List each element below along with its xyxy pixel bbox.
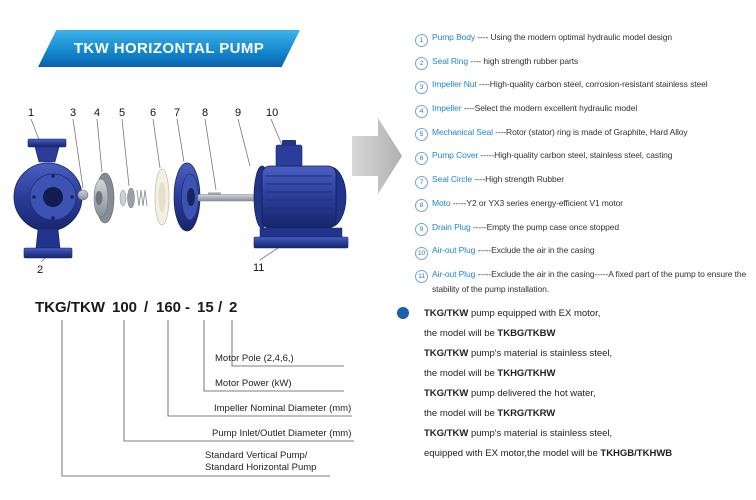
- part-description: ---- high strength rubber parts: [467, 55, 579, 66]
- parts-list: 1 Pump Body ---- Using the modern optimal…: [415, 31, 756, 304]
- pump-cover-shape: [173, 162, 201, 232]
- part-callout-number: 11: [253, 262, 264, 274]
- parts-list-item: 3 Impeller Nut ----High-quality carbon st…: [415, 78, 756, 94]
- part-name: Pump Body: [432, 32, 476, 42]
- note-line: TKG/TKW pump equipped with EX motor,: [424, 308, 601, 319]
- part-number-badge: 2: [415, 57, 428, 71]
- part-description: ----High-quality carbon steel, corrosion…: [476, 79, 708, 90]
- part-name: Mechanical Seal: [432, 126, 493, 137]
- part-name: Impeller Nut: [432, 79, 477, 90]
- part-callout-number: 5: [119, 107, 125, 119]
- part-callout-number: 2: [37, 264, 43, 276]
- callout-leader-lines: [30, 118, 285, 263]
- part-callout-number: 4: [94, 107, 100, 119]
- part-number-badge: 4: [415, 104, 428, 118]
- mechanical-seal-shape: [119, 187, 148, 209]
- part-name: Drain Plug: [432, 221, 471, 232]
- model-code-label: Motor Power (kW): [215, 378, 292, 389]
- part-callout-number: 10: [266, 107, 278, 119]
- title-banner: TKW HORIZONTAL PUMP: [38, 30, 300, 67]
- model-code-token: /: [218, 299, 223, 316]
- model-code-token: 100: [112, 299, 138, 316]
- part-number-badge: 8: [415, 199, 428, 213]
- parts-list-item: 7 Seal Circle ----High strength Rubber: [415, 173, 756, 189]
- parts-list-item: 2 Seal Ring ---- high strength rubber par…: [415, 55, 756, 71]
- note-line: TKG/TKW pump delivered the hot water,: [424, 388, 596, 399]
- part-description: -----High-quality carbon steel, stainles…: [478, 150, 673, 161]
- motor-shape: [253, 140, 349, 249]
- part-name: Air-out Plug: [432, 268, 476, 279]
- part-number-badge: 11: [415, 270, 428, 284]
- part-description: -----Y2 or YX3 series energy-efficient V…: [450, 197, 624, 208]
- part-description: ----High strength Rubber: [472, 174, 564, 185]
- part-name: Air-out Plug: [432, 245, 476, 256]
- part-callout-number: 8: [202, 107, 208, 119]
- parts-list-item: 8 Moto -----Y2 or YX3 series energy-effic…: [415, 197, 756, 213]
- note-line: TKG/TKW pump's material is stainless ste…: [424, 428, 613, 439]
- note-line: the model will be TKBG/TKBW: [424, 328, 556, 339]
- parts-list-item: 6 Pump Cover -----High-quality carbon ste…: [415, 149, 756, 165]
- model-code-token: TKG/TKW: [35, 299, 105, 316]
- part-number-badge: 3: [415, 80, 428, 94]
- impeller-nut-shape: [77, 189, 89, 201]
- note-line: the model will be TKHG/TKHW: [424, 368, 556, 379]
- part-callout-number: 9: [235, 107, 241, 119]
- parts-list-item: 4 Impeller ----Select the modern excellen…: [415, 102, 756, 118]
- part-callout-number: 7: [174, 107, 180, 119]
- page-title: TKW HORIZONTAL PUMP: [73, 40, 265, 57]
- parts-list-item: 9 Drain Plug -----Empty the pump case onc…: [415, 221, 756, 236]
- pump-body-shape: [13, 138, 83, 259]
- part-description: -----Empty the pump case once stopped: [470, 221, 620, 232]
- model-notes: TKG/TKW pump equipped with EX motor, the…: [424, 304, 754, 464]
- part-name: Seal Circle: [432, 174, 472, 185]
- model-code-label: Pump Inlet/Outlet Diameter (mm): [212, 428, 352, 439]
- part-number-badge: 5: [415, 128, 428, 142]
- model-code-token: 2: [229, 299, 238, 316]
- part-callout-number: 6: [150, 107, 156, 119]
- part-name: Moto: [432, 197, 451, 208]
- impeller-shape: [93, 172, 115, 224]
- note-line: equipped with EX motor,the model will be…: [424, 448, 673, 459]
- seal-gasket-shape: [154, 168, 170, 226]
- parts-list-item: 10 Air-out Plug -----Exclude the air in t…: [415, 244, 756, 260]
- model-code-token: -: [185, 299, 190, 316]
- model-code-token: 160: [156, 299, 182, 316]
- model-code-label: Standard Vertical Pump/: [205, 450, 308, 461]
- part-number-badge: 9: [415, 223, 428, 236]
- model-code-label: Standard Horizontal Pump: [205, 462, 317, 473]
- note-line: TKG/TKW pump's material is stainless ste…: [424, 348, 613, 359]
- part-number-badge: 1: [415, 33, 428, 47]
- model-code-token: /: [144, 299, 149, 316]
- part-callout-number: 1: [28, 107, 34, 119]
- part-name: Impeller: [432, 103, 462, 114]
- part-description: ----Rotor (stator) ring is made of Graph…: [492, 126, 688, 137]
- bullet-icon: [397, 307, 409, 319]
- model-code-token: 15: [197, 299, 214, 316]
- part-number-badge: 7: [415, 175, 428, 189]
- part-number-badge: 10: [415, 246, 428, 260]
- part-description: -----Exclude the air in the casing-----A…: [432, 268, 747, 295]
- part-name: Seal Ring: [432, 55, 468, 66]
- part-callout-number: 3: [70, 107, 76, 119]
- parts-list-item: 5 Mechanical Seal ----Rotor (stator) ring…: [415, 126, 756, 142]
- parts-list-item: 11 Air-out Plug -----Exclude the air in t…: [415, 268, 756, 296]
- part-description: ---- Using the modern optimal hydraulic …: [475, 32, 672, 42]
- part-description: -----Exclude the air in the casing: [475, 245, 595, 256]
- model-code-label: Impeller Nominal Diameter (mm): [214, 403, 352, 414]
- model-code-label: Motor Pole (2,4,6,): [215, 353, 294, 364]
- part-name: Pump Cover: [432, 150, 479, 161]
- parts-list-item: 1 Pump Body ---- Using the modern optimal…: [415, 31, 756, 47]
- pump-exploded-diagram: 1 3 4 5 6 7 8 9 10 2 11: [13, 107, 349, 276]
- part-number-badge: 6: [415, 151, 428, 165]
- right-arrow-graphic: [352, 118, 402, 194]
- note-line: the model will be TKRG/TKRW: [424, 408, 556, 419]
- shaft-shape: [197, 192, 255, 202]
- part-description: ----Select the modern excellent hydrauli…: [461, 103, 638, 114]
